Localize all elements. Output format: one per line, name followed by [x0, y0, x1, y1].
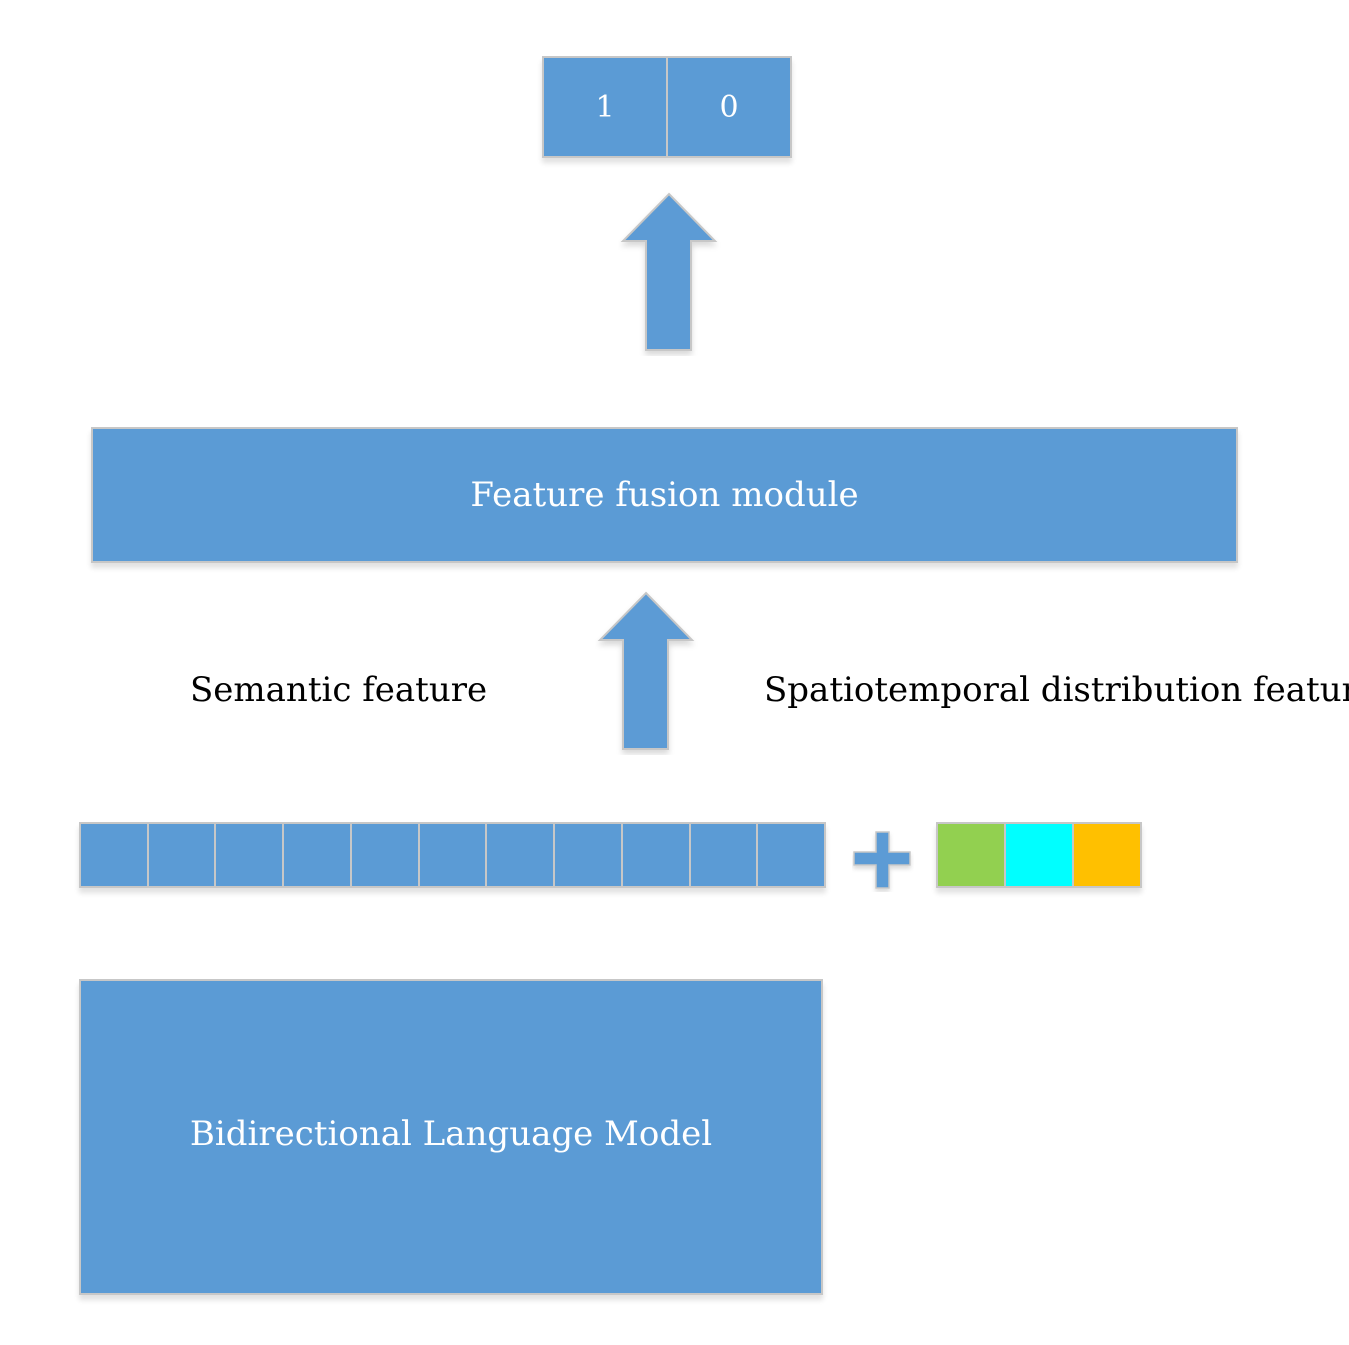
semantic-cell — [146, 822, 217, 888]
up-arrow-icon — [620, 192, 718, 351]
semantic-cell — [553, 822, 623, 888]
output-cell-1: 1 — [542, 56, 668, 158]
plus-icon — [853, 831, 911, 889]
feature-fusion-module: Feature fusion module — [91, 427, 1238, 563]
semantic-cell — [349, 822, 420, 888]
output-cell-2: 0 — [666, 56, 792, 158]
bidirectional-language-model: Bidirectional Language Model — [79, 979, 823, 1295]
spatiotemporal-cell — [936, 822, 1006, 888]
up-arrow-icon — [597, 591, 695, 750]
spatiotemporal-cell — [1072, 822, 1142, 888]
semantic-cell — [485, 822, 556, 888]
semantic-cell — [282, 822, 352, 888]
spatiotemporal-cell — [1004, 822, 1074, 888]
semantic-cell — [214, 822, 285, 888]
output-vector: 1 0 — [542, 56, 792, 158]
semantic-cell — [417, 822, 488, 888]
semantic-feature-label: Semantic feature — [190, 670, 488, 710]
semantic-cell — [620, 822, 691, 888]
semantic-feature-vector — [79, 822, 827, 888]
semantic-cell — [756, 822, 827, 888]
semantic-cell — [688, 822, 759, 888]
semantic-cell — [79, 822, 149, 888]
spatiotemporal-feature-vector — [936, 822, 1142, 888]
spatiotemporal-feature-label: Spatiotemporal distribution feature — [764, 670, 1349, 710]
